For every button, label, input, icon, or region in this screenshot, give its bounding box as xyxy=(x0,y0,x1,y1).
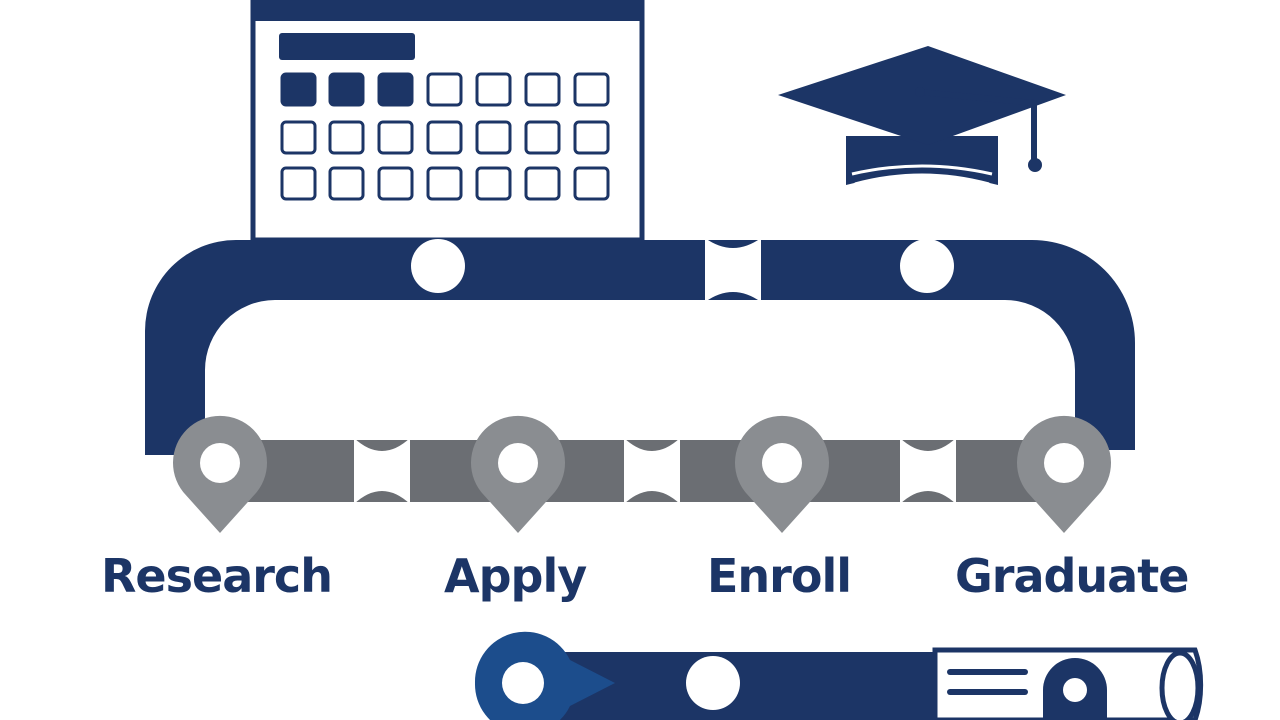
calendar-day-cell xyxy=(475,166,512,201)
calendar-day-cell xyxy=(377,72,414,107)
calendar-day-cell xyxy=(280,120,317,155)
calendar-day-cell xyxy=(426,72,463,107)
calendar-day-cell xyxy=(426,166,463,201)
calendar-day-cell xyxy=(573,72,610,107)
track-node-2 xyxy=(900,239,954,293)
calendar-day-cell xyxy=(475,120,512,155)
grey-chain-track xyxy=(220,438,1065,504)
calendar-day-cell xyxy=(377,120,414,155)
calendar-icon xyxy=(250,0,645,243)
calendar-day-cell xyxy=(524,72,561,107)
calendar-day-cell xyxy=(328,166,365,201)
calendar-day-cell xyxy=(524,120,561,155)
calendar-day-grid xyxy=(280,72,610,201)
step-pins xyxy=(173,415,1111,533)
graduation-cap-icon xyxy=(778,46,1066,186)
step-label-enroll: Enroll xyxy=(707,549,852,603)
diploma-scroll-icon xyxy=(932,647,1204,720)
track-node-1 xyxy=(411,239,465,293)
location-pin-icon xyxy=(1017,415,1111,533)
step-label-research: Research xyxy=(101,549,333,603)
calendar-day-cell xyxy=(475,72,512,107)
location-pin-icon xyxy=(735,415,829,533)
calendar-day-cell xyxy=(573,166,610,201)
calendar-day-cell xyxy=(328,120,365,155)
calendar-day-cell xyxy=(524,166,561,201)
step-label-graduate: Graduate xyxy=(955,549,1189,603)
step-label-apply: Apply xyxy=(444,549,587,603)
calendar-day-cell xyxy=(377,166,414,201)
calendar-day-cell xyxy=(280,166,317,201)
location-pin-icon xyxy=(173,415,267,533)
calendar-day-cell xyxy=(573,120,610,155)
calendar-day-cell xyxy=(280,72,317,107)
calendar-day-cell xyxy=(328,72,365,107)
calendar-day-cell xyxy=(426,120,463,155)
location-pin-icon xyxy=(471,415,565,533)
